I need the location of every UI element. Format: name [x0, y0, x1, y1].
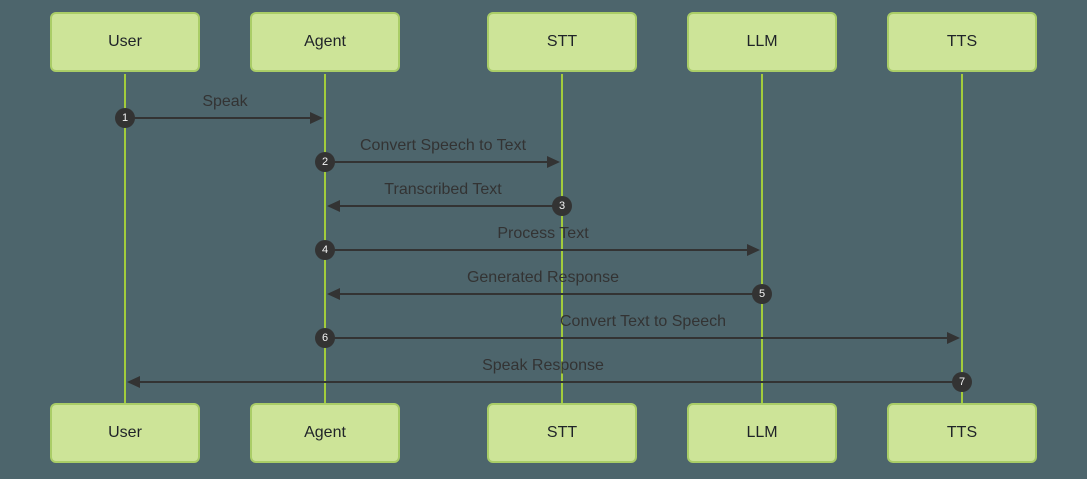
sequence-number-badge: 7: [952, 372, 972, 392]
message-line: [325, 161, 550, 163]
sequence-number-badge: 3: [552, 196, 572, 216]
arrowhead-right-icon: [947, 332, 960, 344]
actor-top-tts: TTS: [887, 12, 1037, 72]
lifeline-stt: [561, 74, 563, 403]
actor-bottom-user: User: [50, 403, 200, 463]
message-label: Speak: [202, 93, 248, 110]
message-label: Process Text: [497, 225, 589, 242]
arrowhead-left-icon: [127, 376, 140, 388]
message-line: [325, 249, 750, 251]
message-line: [325, 337, 950, 339]
actor-bottom-llm: LLM: [687, 403, 837, 463]
message-label: Convert Text to Speech: [559, 313, 727, 330]
arrowhead-right-icon: [547, 156, 560, 168]
lifeline-tts: [961, 74, 963, 403]
arrowhead-left-icon: [327, 288, 340, 300]
actor-top-llm: LLM: [687, 12, 837, 72]
arrowhead-right-icon: [310, 112, 323, 124]
lifeline-agent: [324, 74, 326, 403]
message-label: Transcribed Text: [384, 181, 502, 198]
arrowhead-left-icon: [327, 200, 340, 212]
message-line: [337, 293, 762, 295]
sequence-number-badge: 4: [315, 240, 335, 260]
message-label: Generated Response: [466, 269, 620, 286]
message-label: Convert Speech to Text: [359, 137, 527, 154]
sequence-number-badge: 6: [315, 328, 335, 348]
message-line: [337, 205, 562, 207]
actor-top-stt: STT: [487, 12, 637, 72]
lifeline-user: [124, 74, 126, 403]
message-line: [125, 117, 313, 119]
actor-bottom-agent: Agent: [250, 403, 400, 463]
actor-top-agent: Agent: [250, 12, 400, 72]
message-line: [137, 381, 962, 383]
sequence-number-badge: 1: [115, 108, 135, 128]
sequence-number-badge: 5: [752, 284, 772, 304]
arrowhead-right-icon: [747, 244, 760, 256]
lifeline-llm: [761, 74, 763, 403]
sequence-number-badge: 2: [315, 152, 335, 172]
actor-bottom-stt: STT: [487, 403, 637, 463]
actor-bottom-tts: TTS: [887, 403, 1037, 463]
message-label: Speak Response: [482, 357, 604, 374]
actor-top-user: User: [50, 12, 200, 72]
